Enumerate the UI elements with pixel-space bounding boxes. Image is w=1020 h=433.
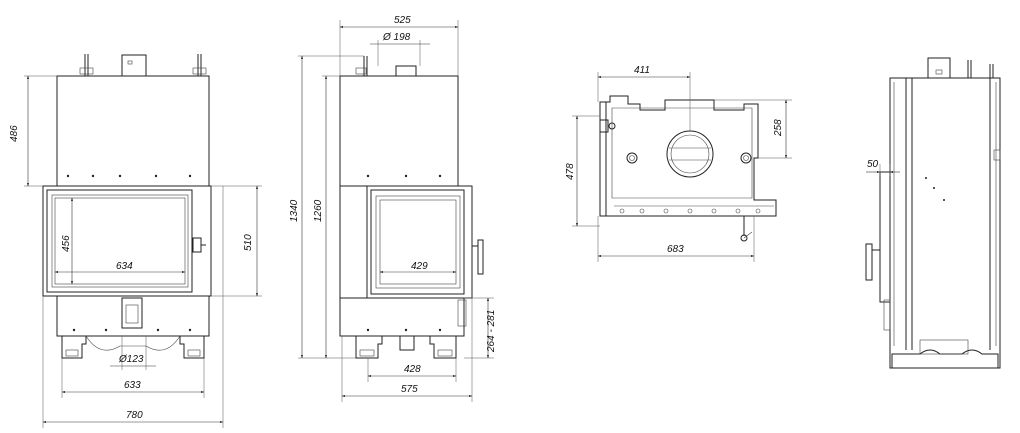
side-view: 525 Ø 198 1340 1260 429 264 - 281 428 57…	[289, 15, 497, 402]
front-glass	[54, 197, 186, 285]
side-glass	[379, 199, 457, 285]
front-view: 486 456 634 510 Ø123 633 780	[9, 54, 262, 428]
top-flue-circle	[666, 130, 714, 178]
side-dim-429: 429	[411, 261, 428, 272]
top-dim-411: 411	[634, 65, 650, 76]
front-dim-diameter-123: Ø123	[118, 354, 144, 365]
front-upper-body	[56, 75, 210, 187]
top-dim-478: 478	[565, 163, 576, 180]
side-dim-525: 525	[394, 15, 411, 26]
side-dim-diameter-198: Ø 198	[382, 32, 411, 43]
side-dim-428: 428	[404, 364, 421, 375]
top-plate	[599, 95, 777, 217]
side-dim-1340: 1340	[289, 199, 300, 222]
profile-view: 50	[865, 57, 1001, 369]
front-dim-486: 486	[9, 125, 20, 142]
front-dim-633: 633	[124, 380, 141, 391]
side-handle	[477, 239, 484, 275]
front-air-inlet	[121, 297, 143, 329]
profile-dim-50: 50	[867, 159, 879, 170]
side-dim-264-281: 264 - 281	[486, 310, 497, 353]
front-flue-outlet	[121, 54, 147, 77]
side-door	[370, 189, 465, 295]
top-view: 411 258 478 683	[565, 65, 792, 262]
side-dim-575: 575	[401, 384, 418, 395]
front-dim-456: 456	[61, 235, 72, 252]
top-dim-258: 258	[773, 119, 784, 137]
front-door-handle	[192, 237, 202, 253]
front-door	[46, 189, 193, 293]
side-lower-body	[339, 297, 465, 337]
front-dim-510: 510	[243, 234, 254, 251]
top-dim-683: 683	[667, 244, 684, 255]
front-dim-780: 780	[126, 410, 143, 421]
side-dim-1260: 1260	[313, 199, 324, 222]
front-lower-body	[56, 295, 210, 337]
side-upper-body	[339, 75, 459, 187]
profile-handle	[865, 243, 873, 281]
front-dim-634: 634	[116, 261, 133, 272]
